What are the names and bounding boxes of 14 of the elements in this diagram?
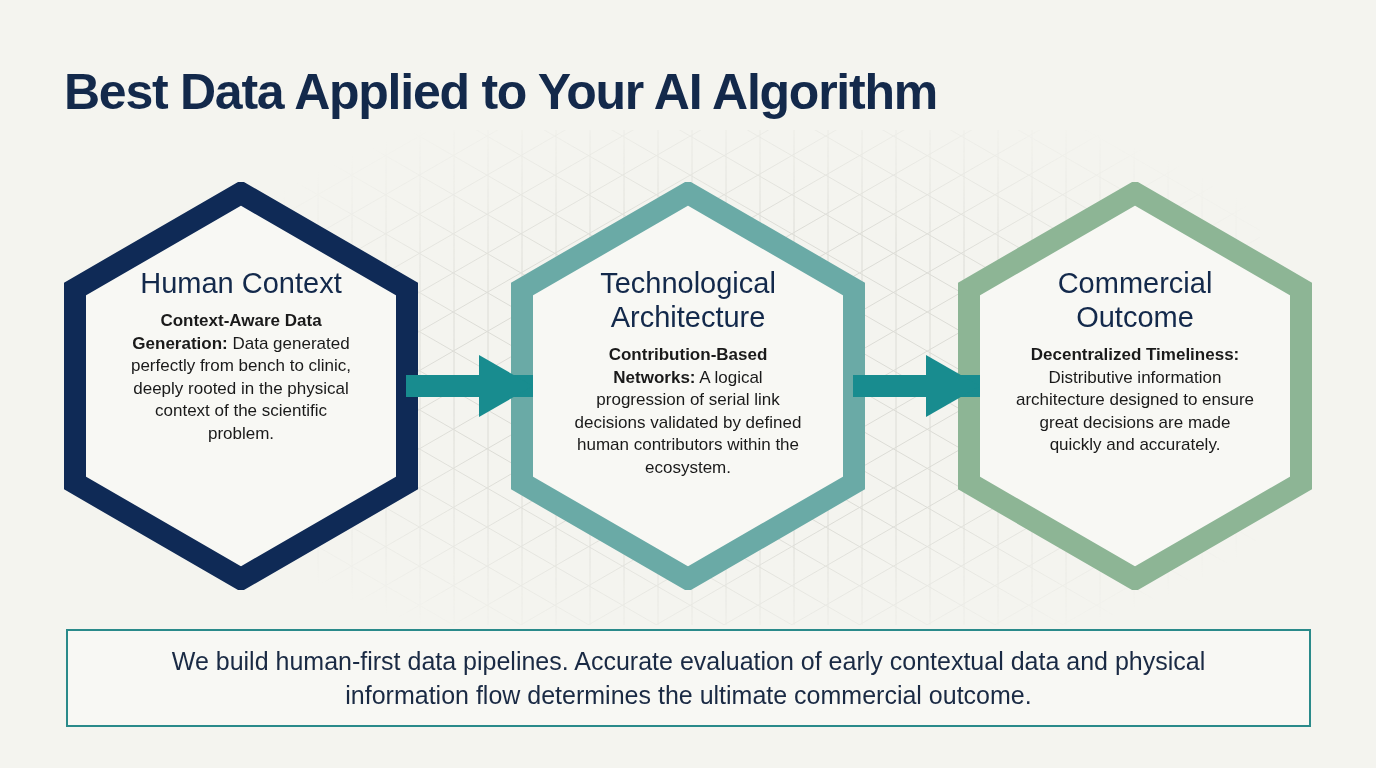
node-heading: Technological Architecture <box>599 266 777 334</box>
title: Best Data Applied to Your AI Algorithm <box>64 63 937 122</box>
hexagon-node <box>958 182 1312 590</box>
node-heading: Commercial Outcome <box>1056 266 1214 334</box>
node-description: Contribution-Based Networks: A logical progression of serial link decisions validated by defined human contributors within the ecosystem. <box>573 344 803 479</box>
node-description: Decentralized Timeliness: Distributive information architecture designed to ensure great decisions are made quickly and accurately. <box>1014 344 1256 456</box>
node-heading: Human Context <box>140 266 342 300</box>
summary-panel <box>66 629 1311 727</box>
arrow <box>406 355 533 417</box>
hexagon-node <box>511 182 865 590</box>
hexagon-node <box>64 182 418 590</box>
summary-text: We build human-first data pipelines. Accurate evaluation of early contextual data and physical information flow determines the ultimate commercial outcome. <box>170 646 1207 711</box>
node-description: Context-Aware Data Generation: Data generated perfectly from bench to clinic, deeply rooted in the physical context of the scientific problem. <box>129 310 353 445</box>
arrow <box>853 355 980 417</box>
